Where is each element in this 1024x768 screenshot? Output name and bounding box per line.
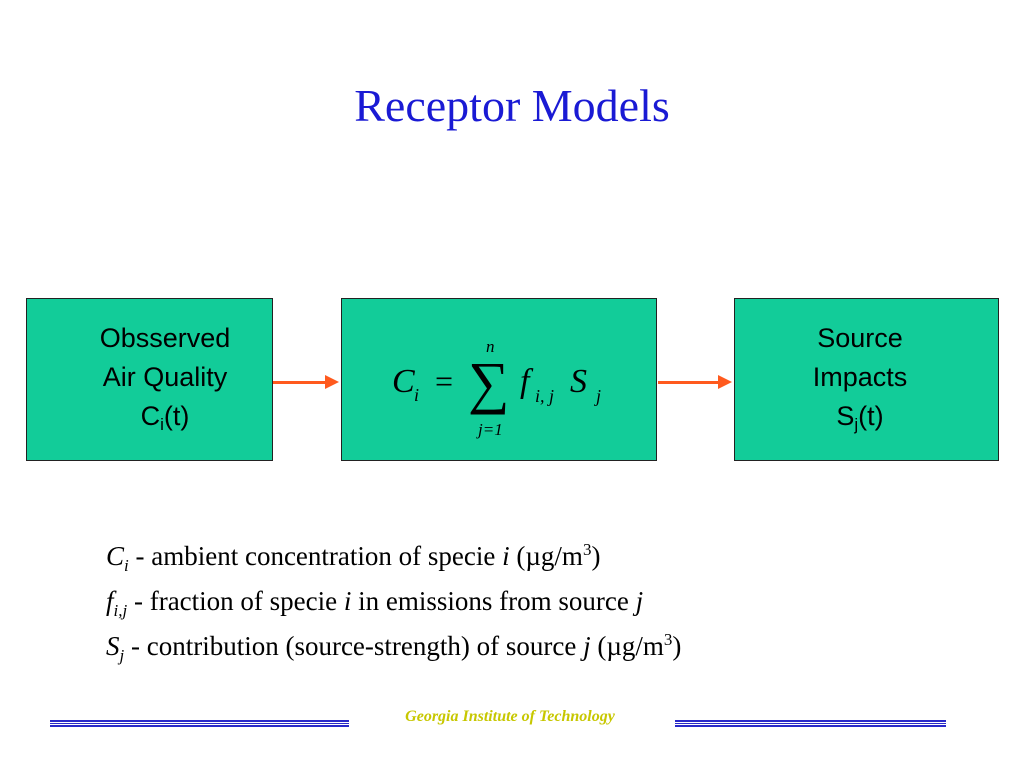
definition-variable: i bbox=[343, 586, 352, 616]
definition-unit-exponent: 3 bbox=[663, 630, 673, 649]
definition-unit-exponent: 3 bbox=[582, 540, 592, 559]
observed-symbol-letter: C bbox=[140, 401, 161, 431]
definition-unit-close: ) bbox=[672, 631, 682, 661]
definition-variable: j bbox=[583, 631, 591, 661]
definition-text: - fraction of specie bbox=[127, 586, 344, 616]
observed-symbol-argument: (t) bbox=[163, 401, 190, 431]
receptor-model-equation: C i = n ∑ j=1 f i, j S j bbox=[392, 337, 601, 439]
definition-subscript: i bbox=[124, 556, 129, 575]
summation-icon: ∑ bbox=[468, 350, 509, 415]
equation-f-subscript: i, j bbox=[535, 386, 554, 406]
definition-symbol: S bbox=[106, 631, 120, 661]
definition-text: - contribution (source-strength) of sour… bbox=[124, 631, 584, 661]
observed-symbol: Ci(t) bbox=[65, 397, 265, 436]
definition-variable-2: j bbox=[635, 586, 644, 616]
definition-sj: Sj - contribution (source-strength) of s… bbox=[106, 624, 681, 669]
definition-unit: (µg/m bbox=[509, 541, 583, 571]
source-impacts-label: Source Impacts Sj(t) bbox=[775, 319, 945, 436]
definition-subscript: j bbox=[119, 646, 125, 665]
footer-institution: Georgia Institute of Technology bbox=[405, 708, 615, 725]
observed-line-2: Air Quality bbox=[102, 362, 228, 392]
impacts-line-2: Impacts bbox=[812, 362, 908, 392]
impacts-symbol-subscript: j bbox=[854, 415, 859, 434]
equation-f-symbol: f bbox=[520, 363, 534, 400]
equation-equals: = bbox=[435, 363, 453, 399]
definition-fij: fi,j - fraction of specie i in emissions… bbox=[106, 579, 681, 624]
definition-subscript: i,j bbox=[113, 601, 128, 620]
observed-air-quality-label: Obsserved Air Quality Ci(t) bbox=[65, 319, 265, 436]
definition-ci: Ci - ambient concentration of specie i (… bbox=[106, 534, 681, 579]
definition-text: - ambient concentration of specie bbox=[128, 541, 503, 571]
observed-air-quality-box: Obsserved Air Quality Ci(t) bbox=[26, 298, 273, 461]
equation-lhs-subscript: i bbox=[414, 385, 419, 405]
impacts-symbol-letter: S bbox=[836, 401, 855, 431]
definition-unit: (µg/m bbox=[590, 631, 664, 661]
impacts-symbol: Sj(t) bbox=[775, 397, 945, 436]
impacts-symbol-argument: (t) bbox=[858, 401, 884, 431]
arrow-right-icon bbox=[658, 375, 732, 389]
definition-unit-close: ) bbox=[591, 541, 601, 571]
arrow-right-icon bbox=[273, 375, 339, 389]
equation-s-subscript: j bbox=[594, 386, 601, 406]
footer-divider-left bbox=[50, 720, 349, 727]
definition-symbol: f bbox=[106, 586, 114, 616]
equation-sum-upper: n bbox=[486, 337, 495, 356]
impacts-line-1: Source bbox=[817, 323, 903, 353]
definition-text-2: in emissions from source bbox=[351, 586, 636, 616]
slide-title: Receptor Models bbox=[354, 80, 670, 131]
observed-symbol-subscript: i bbox=[160, 415, 164, 434]
footer-divider-right bbox=[675, 720, 946, 727]
receptor-model-equation-box: C i = n ∑ j=1 f i, j S j bbox=[341, 298, 657, 461]
definition-variable: i bbox=[502, 541, 510, 571]
variable-definitions: Ci - ambient concentration of specie i (… bbox=[106, 534, 681, 669]
equation-sum-lower: j=1 bbox=[476, 420, 503, 439]
equation-lhs-symbol: C bbox=[392, 363, 415, 400]
source-impacts-box: Source Impacts Sj(t) bbox=[734, 298, 999, 461]
observed-line-1: Obsserved bbox=[99, 323, 231, 353]
equation-s-symbol: S bbox=[570, 363, 587, 400]
definition-symbol: C bbox=[106, 541, 125, 571]
